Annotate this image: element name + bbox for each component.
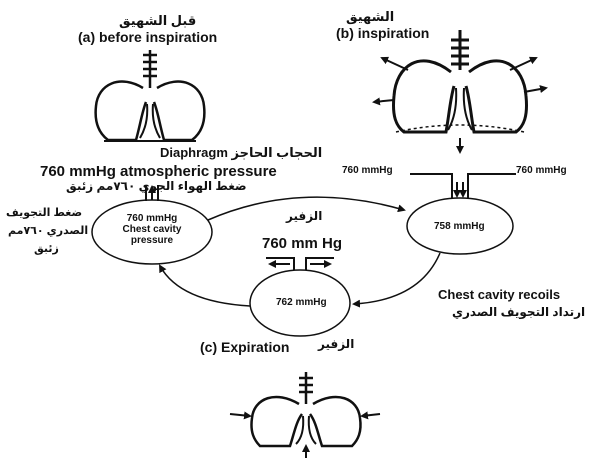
left-chamber-value: 760 mmHg: [112, 214, 192, 224]
inspiration-arrows: [374, 58, 546, 152]
left-chamber-pressure: 760 mmHg Chest cavity pressure: [112, 214, 192, 246]
expiration-title: (c) Expiration: [200, 340, 289, 354]
diaphragm-label: Diaphragm الحجاب الحاجز: [160, 146, 322, 159]
lungs-expiration: [251, 372, 360, 446]
inspiration-title-ar: الشهيق: [346, 10, 394, 23]
right-top-right-pressure: 760 mmHg: [516, 166, 567, 176]
atmospheric-pressure-label: 760 mmHg atmospheric pressure: [40, 164, 277, 179]
diaphragm-label-ar: الحجاب الحاجز: [232, 145, 323, 160]
chest-cavity-recoils-label: Chest cavity recoils: [438, 288, 560, 301]
chest-cavity-recoils-label-ar: ارتداد التجويف الصدري: [452, 306, 585, 318]
expiration-mid-label-ar: الزفير: [286, 210, 322, 222]
right-chamber-tube: [410, 174, 516, 198]
left-chamber-caption: Chest cavity: [112, 225, 192, 235]
lungs-inspiration: [393, 30, 526, 132]
diaphragm-label-en: Diaphragm: [160, 145, 228, 160]
expiration-title-ar: الزفير: [318, 338, 354, 350]
chest-pressure-label-ar-1: ضغط التجويف: [6, 208, 82, 219]
left-chamber-caption-2: pressure: [112, 236, 192, 246]
atmospheric-pressure-label-ar: ضغط الهواء الجوي ٧٦٠مم زئبق: [66, 180, 247, 192]
chest-pressure-label-ar-3: زئبق: [34, 244, 59, 255]
before-inspiration-title-ar: قبل الشهيق: [119, 14, 196, 27]
lungs-before-inspiration: [96, 50, 205, 141]
bottom-chamber-top-pressure: 760 mm Hg: [262, 236, 342, 251]
inspiration-title: (b) inspiration: [336, 26, 429, 40]
chest-pressure-label-ar-2: الصدري ٧٦٠مم: [8, 226, 88, 237]
right-chamber-value: 758 mmHg: [434, 222, 485, 232]
before-inspiration-title: (a) before inspiration: [78, 30, 217, 44]
right-top-left-pressure: 760 mmHg: [342, 166, 393, 176]
bottom-chamber-value: 762 mmHg: [276, 298, 327, 308]
bottom-chamber-tube: [266, 258, 334, 270]
